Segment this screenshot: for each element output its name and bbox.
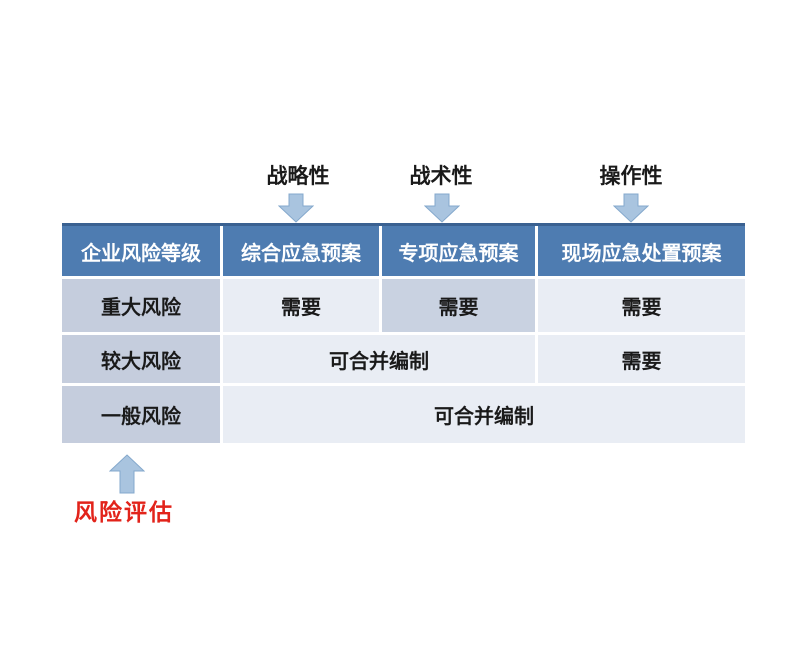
risk-assessment-label: 风险评估 [74,500,174,525]
down-arrow-icon [277,193,315,228]
row-general-risk-merged-cell: 可合并编制 [223,386,745,443]
row-major-risk-level: 重大风险 [62,279,220,332]
table-top-border [62,223,745,226]
row-larger-risk-merged-cell: 可合并编制 [223,335,535,383]
risk-plan-table: 企业风险等级 综合应急预案 专项应急预案 现场应急处置预案 重大风险 需要 需要… [62,226,745,443]
row-major-risk-cell: 需要 [538,279,745,332]
down-arrow-icon [612,193,650,228]
row-major-risk-cell: 需要 [382,279,535,332]
header-risk-level: 企业风险等级 [62,226,220,276]
header-comprehensive-plan: 综合应急预案 [223,226,379,276]
row-larger-risk-level: 较大风险 [62,335,220,383]
row-general-risk-level: 一般风险 [62,386,220,443]
row-larger-risk-cell: 需要 [538,335,745,383]
header-onsite-plan: 现场应急处置预案 [538,226,745,276]
label-tactical: 战术性 [409,164,473,188]
label-strategic: 战略性 [266,164,330,188]
up-arrow-icon [108,454,146,499]
row-major-risk-cell: 需要 [223,279,379,332]
down-arrow-icon [423,193,461,228]
header-special-plan: 专项应急预案 [382,226,535,276]
label-operational: 操作性 [599,164,663,188]
